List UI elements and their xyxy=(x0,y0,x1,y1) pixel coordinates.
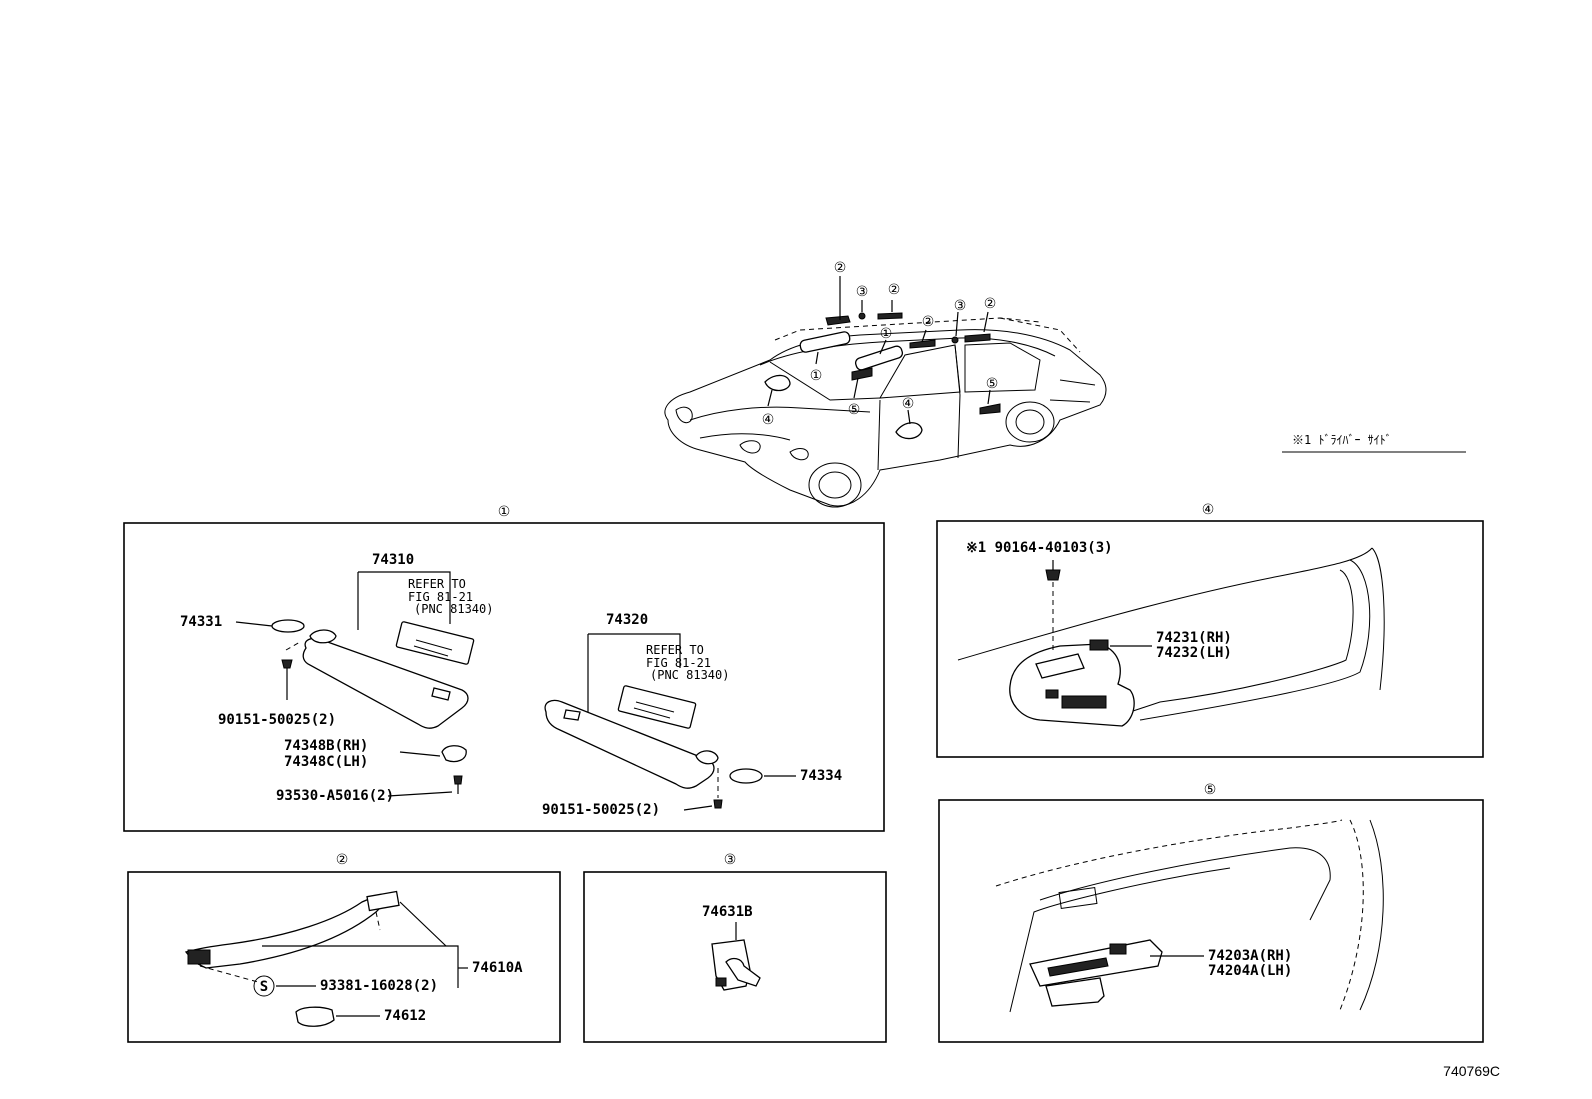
panel-marker: ① xyxy=(498,504,511,520)
panel-front-door-switch: ④ ※1 90164-40103(3) 74231(RH) 74232(LH) xyxy=(936,502,1484,758)
car-marker-rear-door-switch: ⑤ xyxy=(986,376,999,392)
refer-note: (PNC 81340) xyxy=(650,668,729,682)
diagram-code: 740769C xyxy=(1443,1063,1500,1079)
assist-grip xyxy=(184,895,385,969)
driver-side-note-text: ※1 ﾄﾞﾗｲﾊﾞｰ ｻｲﾄﾞ xyxy=(1292,433,1392,447)
car-marker-holder: ③ xyxy=(856,284,869,300)
panel-holder: ③ 74631B xyxy=(583,852,887,1043)
car-marker-front-door-switch: ④ xyxy=(902,396,915,412)
part-label-90151-a: 90151-50025(2) xyxy=(218,712,336,728)
part-label-74610a: 74610A xyxy=(472,960,523,976)
part-label-74348c: 74348C(LH) xyxy=(284,754,368,770)
car-marker-grip: ② xyxy=(834,260,847,276)
s-marker-circle xyxy=(253,975,275,997)
part-label-74631b: 74631B xyxy=(702,904,753,920)
car-marker-grip: ② xyxy=(984,296,997,312)
car-marker-grip: ② xyxy=(888,282,901,298)
part-label-74334: 74334 xyxy=(800,768,842,784)
panel-rear-door-switch: ⑤ 74203A(RH) 74204A(LH) xyxy=(938,782,1484,1043)
part-label-74204a: 74204A(LH) xyxy=(1208,963,1292,979)
refer-note: FIG 81-21 xyxy=(646,656,711,670)
part-label-74310: 74310 xyxy=(372,552,414,568)
refer-note: (PNC 81340) xyxy=(414,602,493,616)
panel-sunvisor: ① 74310 REFER TO FIG 81-21 (PNC 81340) 7… xyxy=(123,504,885,832)
refer-note: REFER TO xyxy=(408,577,466,591)
part-label-74612: 74612 xyxy=(384,1008,426,1024)
part-label-74348b: 74348B(RH) xyxy=(284,738,368,754)
s-marker: S xyxy=(260,979,268,995)
car-marker-rear-door-switch: ⑤ xyxy=(848,402,861,418)
part-label-90151-b: 90151-50025(2) xyxy=(542,802,660,818)
car-marker-grip: ② xyxy=(922,314,935,330)
part-label-93530: 93530-A5016(2) xyxy=(276,788,394,804)
part-label-74232: 74232(LH) xyxy=(1156,645,1232,661)
panel-assist-grip: ② 74610A S 93381-16028(2) 74612 xyxy=(127,852,561,1043)
refer-note: REFER TO xyxy=(646,643,704,657)
sunvisor-right xyxy=(544,699,715,789)
part-label-93381: 93381-16028(2) xyxy=(320,978,438,994)
car-marker-sunvisor: ① xyxy=(880,326,893,342)
part-label-74203a: 74203A(RH) xyxy=(1208,948,1292,964)
refer-note: FIG 81-21 xyxy=(408,590,473,604)
car-marker-sunvisor: ① xyxy=(810,368,823,384)
car-marker-front-door-switch: ④ xyxy=(762,412,775,428)
panel-marker: ③ xyxy=(724,852,737,868)
grip-cover xyxy=(295,1006,335,1027)
car-overview: ② ③ ② ① ① ② ③ ② ④ ⑤ ④ ⑤ xyxy=(664,260,1107,508)
panel-marker: ⑤ xyxy=(1204,782,1217,798)
part-label-74331: 74331 xyxy=(180,614,222,630)
part-label-74320: 74320 xyxy=(606,612,648,628)
car-marker-holder: ③ xyxy=(954,298,967,314)
panel-marker: ④ xyxy=(1202,502,1215,518)
vanity-mirror-left xyxy=(395,621,475,665)
panel-marker: ② xyxy=(336,852,349,868)
part-label-90164: ※1 90164-40103(3) xyxy=(966,540,1113,556)
driver-side-note: ※1 ﾄﾞﾗｲﾊﾞｰ ｻｲﾄﾞ xyxy=(1282,433,1466,453)
part-label-74231: 74231(RH) xyxy=(1156,630,1232,646)
vanity-mirror-right xyxy=(617,685,697,729)
